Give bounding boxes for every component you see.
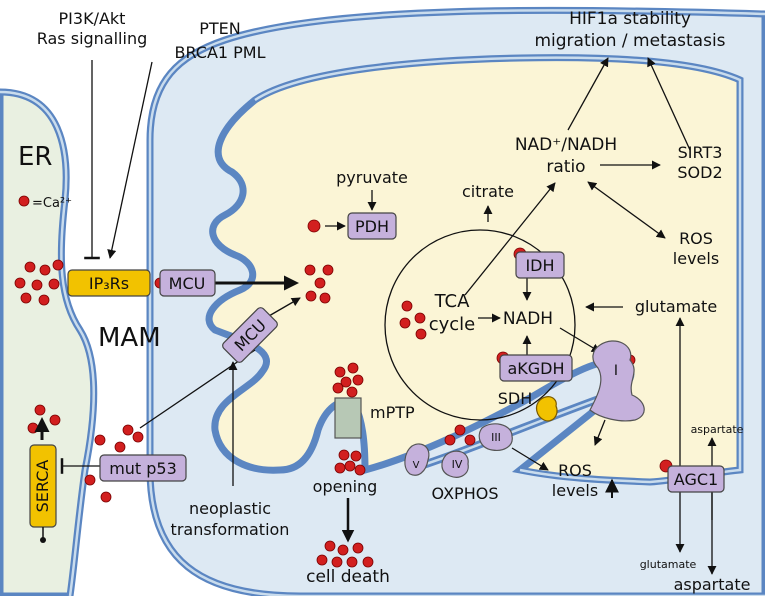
agc1-label: AGC1 — [674, 470, 718, 489]
ip3rs-box: IP₃Rs — [67, 269, 151, 297]
aspartate-large-label: aspartate — [674, 575, 751, 594]
neoplastic-line2: transformation — [171, 520, 290, 539]
mptp-label: mPTP — [370, 403, 415, 422]
opening-label: opening — [313, 477, 378, 496]
complex-v-label: V — [413, 460, 420, 471]
mut-p53-box: mut p53 — [99, 454, 187, 482]
pten-line2: BRCA1 PML — [174, 43, 265, 62]
ca-legend: =Ca²⁺ — [32, 196, 72, 211]
pten-line1: PTEN — [199, 19, 241, 38]
mut-p53-label: mut p53 — [109, 459, 177, 478]
mptp-channel — [334, 397, 362, 439]
nadh-label: NADH — [503, 309, 553, 329]
mcu-main-label: MCU — [169, 274, 206, 293]
pi3k-line1: PI3K/Akt — [59, 9, 126, 28]
cell-death-label: cell death — [306, 567, 390, 587]
neoplastic-line1: neoplastic — [189, 499, 271, 518]
pyruvate-label: pyruvate — [336, 168, 408, 187]
pdh-label: PDH — [355, 217, 389, 236]
complex-iv-shape — [441, 450, 469, 478]
glutamate-small-label: glutamate — [640, 558, 697, 571]
sdh-shape — [535, 396, 558, 422]
complex-v-shape — [404, 443, 430, 476]
agc1-box: AGC1 — [667, 465, 725, 493]
serca-label: SERCA — [33, 460, 52, 513]
mam-label: MAM — [98, 323, 161, 353]
pi3k-line2: Ras signalling — [37, 29, 148, 48]
citrate-label: citrate — [462, 182, 514, 201]
aspartate-small-label: aspartate — [691, 423, 744, 436]
idh-label: IDH — [525, 256, 554, 275]
ip3rs-label: IP₃Rs — [89, 274, 129, 293]
tca-cycle-circle — [384, 229, 576, 421]
labels: PI3K/Akt Ras signalling PTEN BRCA1 PML H… — [18, 9, 750, 594]
ros-levels-line2: levels — [673, 249, 719, 268]
complex-iv-label: IV — [452, 458, 463, 471]
akgdh-label: aKGDH — [507, 359, 564, 378]
hif-line2: migration / metastasis — [534, 31, 725, 51]
er-label: ER — [18, 142, 53, 172]
mcu-main-box: MCU — [159, 269, 216, 297]
idh-box: IDH — [515, 251, 565, 279]
serca-box: SERCA — [29, 444, 57, 528]
hif-line1: HIF1a stability — [569, 9, 691, 29]
ros-levels-line1: ROS — [679, 229, 713, 248]
glutamate-label: glutamate — [635, 297, 717, 316]
pdh-box: PDH — [347, 212, 397, 240]
akgdh-box: aKGDH — [499, 354, 573, 382]
complex-i-shape — [589, 340, 645, 422]
sirt3-label: SIRT3 — [678, 143, 723, 162]
mito-matrix — [205, 54, 744, 486]
sdh-label: SDH — [498, 389, 533, 408]
nad-line2: ratio — [546, 157, 585, 177]
ros-bottom-line1: ROS — [558, 461, 592, 480]
oxphos-label: OXPHOS — [432, 484, 499, 503]
complex-i-label: I — [614, 363, 618, 379]
complex-iii-shape — [478, 423, 513, 451]
nad-line1: NAD⁺/NADH — [515, 135, 617, 155]
tca-line1: TCA — [434, 291, 471, 312]
complex-iii-label: III — [491, 431, 501, 444]
tca-line2: cycle — [429, 314, 476, 335]
sod2-label: SOD2 — [677, 163, 722, 182]
ros-bottom-line2: levels — [552, 481, 598, 500]
